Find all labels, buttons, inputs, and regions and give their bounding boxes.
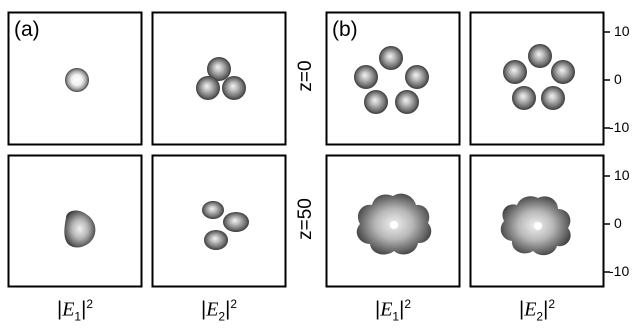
five-lobe-ring-rotated: [503, 44, 575, 110]
flower-ring-pattern-2: [500, 196, 571, 256]
column-label-b-e2: |E2|2: [519, 297, 555, 324]
panel-a-e2-z50: [151, 154, 287, 288]
row-label-z0: z=0: [295, 60, 316, 92]
tick-label-neg10-bottom: -10: [609, 263, 630, 279]
panel-b-e1-z0: [325, 11, 461, 146]
deformed-spot: [64, 210, 96, 248]
distorted-three-lobe: [202, 201, 249, 250]
column-label-b-e1: |E1|2: [375, 297, 411, 324]
five-lobe-ring: [354, 46, 429, 114]
panel-a-e1-z50: [7, 154, 143, 288]
panel-b-e2-z0: [469, 11, 605, 146]
tick-label-10-top: 10: [614, 23, 630, 39]
right-axis-ticks: [604, 31, 610, 273]
tick-label-0-top: 0: [614, 71, 622, 87]
tick-label-neg10-top: -10: [609, 119, 630, 135]
column-label-a-e2: |E2|2: [201, 297, 237, 324]
panel-a-e2-z0: [151, 11, 287, 146]
three-lobe-pattern: [196, 57, 246, 100]
panel-a-e1-z0: [7, 11, 143, 146]
panel-label-b: (b): [332, 18, 358, 41]
panel-label-a: (a): [14, 18, 40, 41]
tick-label-10-bottom: 10: [614, 167, 630, 183]
panel-b-e1-z50: [325, 154, 461, 288]
row-label-z50: z=50: [295, 198, 316, 240]
column-label-a-e1: |E1|2: [57, 297, 93, 324]
intensity-spot: [65, 68, 89, 92]
flower-ring-pattern: [356, 193, 432, 255]
tick-label-0-bottom: 0: [614, 215, 622, 231]
panel-b-e2-z50: [469, 154, 605, 288]
